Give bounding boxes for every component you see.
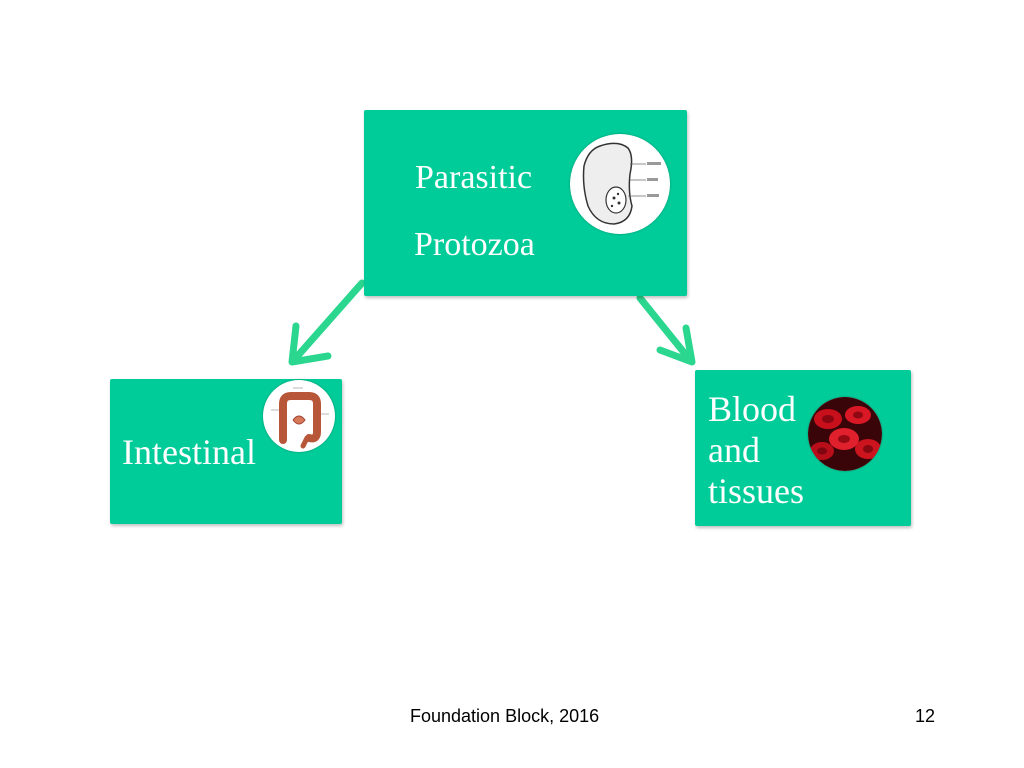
arrow-to-blood	[636, 294, 694, 364]
red-blood-cells-image	[808, 397, 882, 471]
blood-label-line2: and	[708, 430, 760, 470]
arrow-to-intestinal	[290, 279, 366, 364]
page-number: 12	[915, 706, 936, 726]
intestinal-label: Intestinal	[122, 432, 256, 472]
root-label-line1: Parasitic	[415, 159, 533, 196]
arrowhead-left	[288, 322, 332, 366]
root-label-line2: Protozoa	[414, 226, 535, 263]
arrowhead-right	[656, 324, 696, 366]
blood-label-line3: tissues	[708, 471, 805, 511]
footer-text: Foundation Block, 2016	[410, 706, 600, 726]
blood-label-line1: Blood	[708, 389, 797, 429]
protozoan-cell-image	[570, 134, 670, 234]
intestine-image	[263, 380, 335, 452]
